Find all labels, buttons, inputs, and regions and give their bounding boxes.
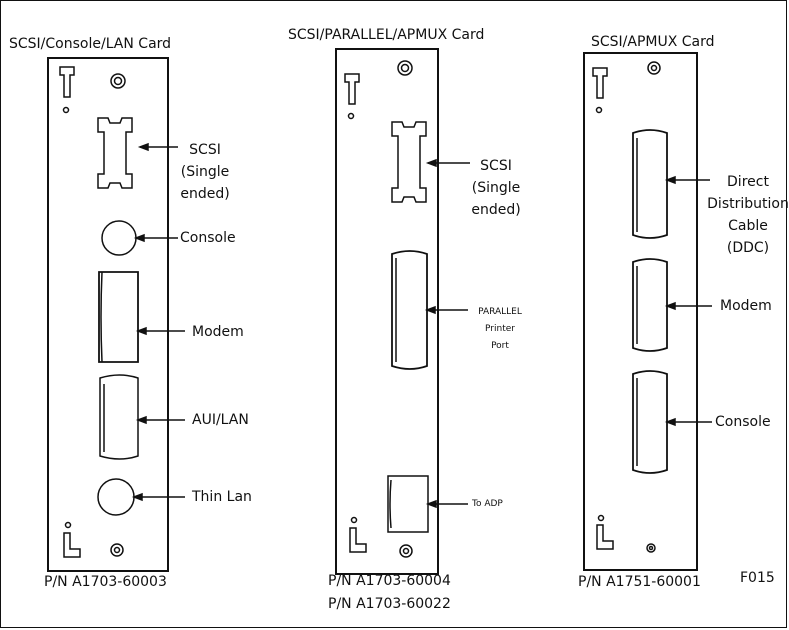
card1-screw-top <box>110 73 126 89</box>
card2-label-parallel: PARALLEL Printer Port <box>478 307 522 351</box>
card1-aui-connector <box>99 374 139 460</box>
figure-id: F015 <box>740 570 775 586</box>
card1-label-aui-lan: AUI/LAN <box>192 412 249 428</box>
card1-panel <box>47 57 185 572</box>
card1-label-console: Console <box>180 230 236 246</box>
card3-label-ddc: Direct Distribution Cable (DDC) <box>707 174 789 256</box>
card1-part-number: P/N A1703-60003 <box>44 574 167 590</box>
card1-ejector-top <box>59 66 75 98</box>
card3-screw-bottom <box>646 543 656 553</box>
card1-screw-bottom <box>110 543 124 557</box>
card2-part-number-2: P/N A1703-60022 <box>328 596 451 612</box>
card1-title: SCSI/Console/LAN Card <box>9 36 172 52</box>
card2-parallel-connector <box>391 250 428 370</box>
card3-led-top <box>595 106 603 114</box>
card2-adp-connector <box>387 475 429 533</box>
card2-label-to-adp: To ADP <box>472 499 503 509</box>
card2-screw-top <box>397 60 413 76</box>
card1-scsi-connector <box>97 117 133 189</box>
card1-label-thin-lan: Thin Lan <box>192 489 252 505</box>
card1-led-bottom <box>64 521 72 529</box>
card2-led-bottom <box>350 516 358 524</box>
card3-led-bottom <box>597 514 605 522</box>
card2-screw-bottom <box>399 544 413 558</box>
card2-label-scsi: SCSI (Single ended) <box>471 158 521 218</box>
card3-console-connector <box>632 370 668 474</box>
card1-console-connector <box>101 220 137 256</box>
card3-ddc-connector <box>632 129 668 239</box>
card1-thinlan-connector <box>97 478 135 516</box>
card2-title: SCSI/PARALLEL/APMUX Card <box>288 27 485 43</box>
card3-label-console: Console <box>715 414 771 430</box>
card2-led-top <box>347 112 355 120</box>
card3-panel <box>583 52 712 571</box>
card3-modem-connector <box>632 258 668 352</box>
card1-led-top <box>62 106 70 114</box>
card3-part-number: P/N A1751-60001 <box>578 574 701 590</box>
card2-part-number-1: P/N A1703-60004 <box>328 573 451 589</box>
card2-scsi-connector <box>391 121 427 203</box>
card1-label-scsi: SCSI (Single ended) <box>180 142 230 202</box>
card2-ejector-bottom <box>349 527 367 553</box>
card1-ejector-bottom <box>63 532 81 558</box>
card3-ejector-top <box>592 67 608 99</box>
card1-label-modem: Modem <box>192 324 244 340</box>
card3-screw-top <box>647 61 661 75</box>
card1-modem-connector <box>98 271 139 363</box>
card2-panel <box>335 48 470 575</box>
card3-label-modem: Modem <box>720 298 772 314</box>
card3-ejector-bottom <box>596 524 614 550</box>
card3-title: SCSI/APMUX Card <box>591 34 715 50</box>
card2-ejector-top <box>344 73 360 105</box>
